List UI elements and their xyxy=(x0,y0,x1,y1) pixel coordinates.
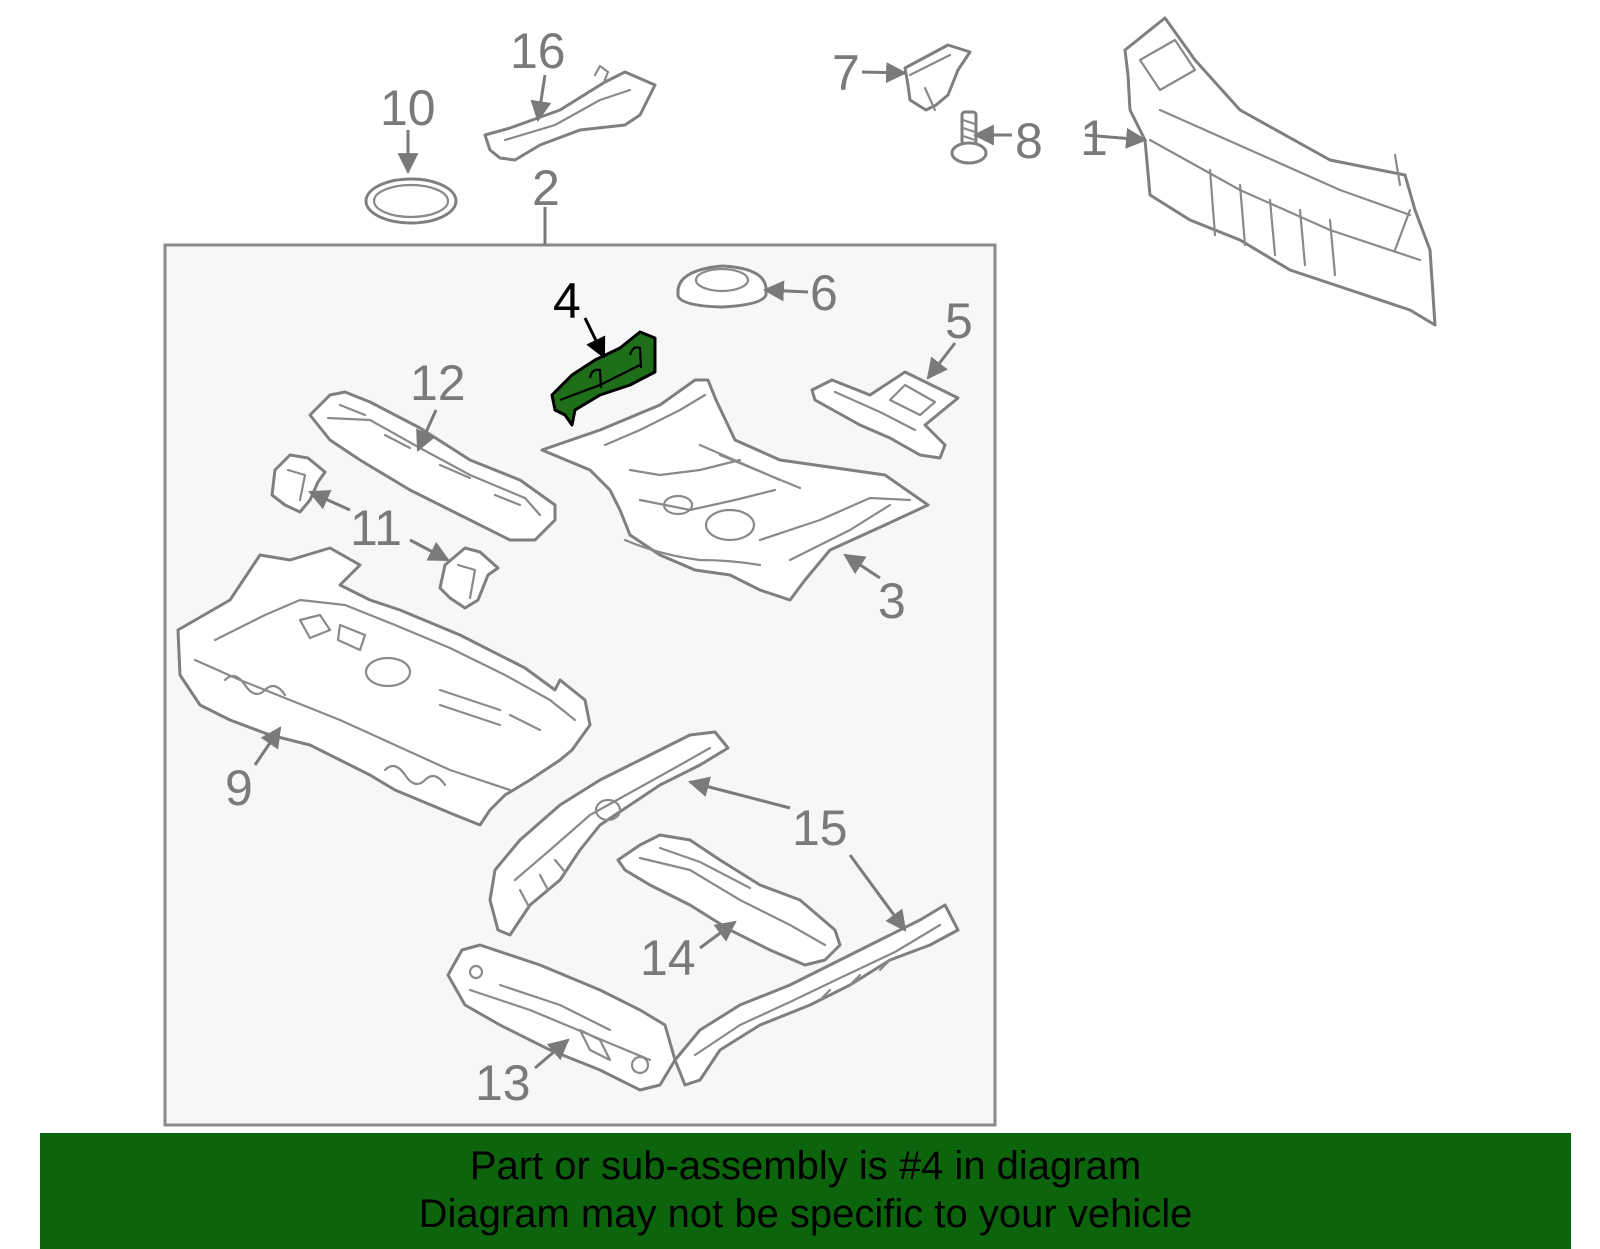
part-16-bracket xyxy=(483,64,657,162)
callout-8: 8 xyxy=(1015,113,1043,169)
callout-14: 14 xyxy=(640,930,696,986)
callout-13: 13 xyxy=(475,1055,531,1111)
leader-lines xyxy=(253,62,1148,1070)
part-5-bracket xyxy=(810,370,960,460)
part-9-front-floor-pan xyxy=(176,546,592,827)
part-10-grommet xyxy=(364,177,458,225)
callout-3: 3 xyxy=(878,573,906,629)
callout-9: 9 xyxy=(225,760,253,816)
banner-line-1: Part or sub-assembly is #4 in diagram xyxy=(469,1144,1142,1188)
part-13-rear-crossmember xyxy=(446,943,677,1092)
callout-12: 12 xyxy=(410,355,466,411)
part-12-rail xyxy=(308,390,557,542)
part-7-clip xyxy=(903,43,972,112)
part-3-rear-floor-pan xyxy=(540,378,930,602)
callout-15: 15 xyxy=(792,800,848,856)
callout-7: 7 xyxy=(832,45,860,101)
callout-6: 6 xyxy=(810,265,838,321)
callout-5: 5 xyxy=(945,293,973,349)
part-8-bolt xyxy=(950,110,988,165)
part-1-rear-panel xyxy=(1123,16,1437,327)
callout-11: 11 xyxy=(350,500,402,556)
callout-4: 4 xyxy=(553,273,581,329)
callout-labels: 1 2 3 4 5 6 7 8 9 10 11 12 13 14 15 16 xyxy=(225,23,1108,1111)
info-banner: Part or sub-assembly is #4 in diagram Di… xyxy=(40,1133,1571,1249)
callout-10: 10 xyxy=(380,80,436,136)
part-6-plug xyxy=(676,264,768,309)
callout-16: 16 xyxy=(510,23,566,79)
callout-1: 1 xyxy=(1080,110,1108,166)
part-15-side-rails xyxy=(488,730,960,1087)
part-14-crossmember xyxy=(616,833,842,967)
banner-line-2: Diagram may not be specific to your vehi… xyxy=(418,1192,1193,1236)
callout-2: 2 xyxy=(532,160,560,216)
